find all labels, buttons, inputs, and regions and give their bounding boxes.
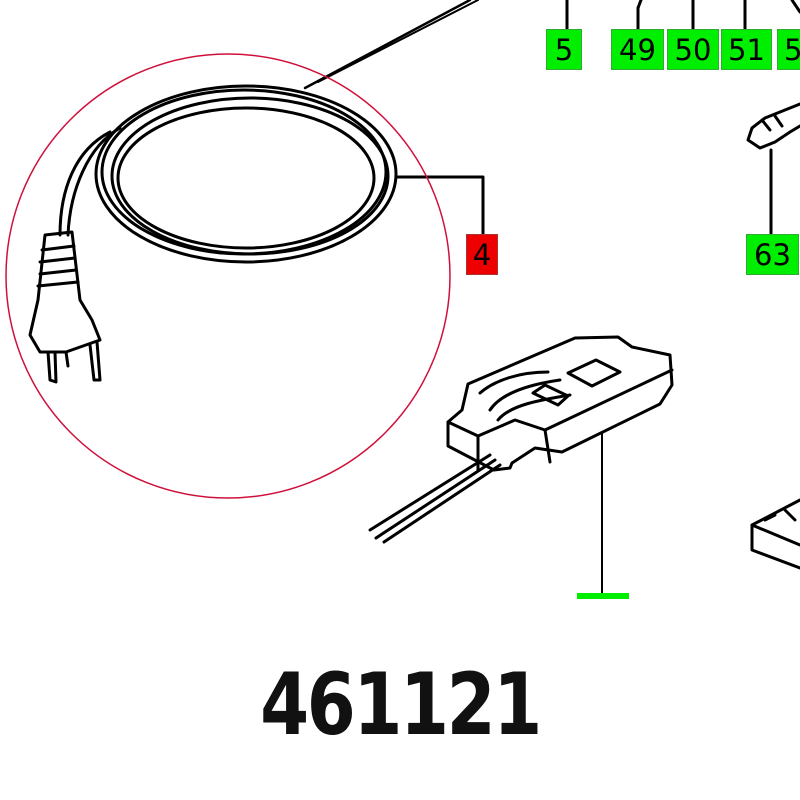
callout-4[interactable]: 4	[466, 234, 498, 275]
callout-51[interactable]: 51	[721, 29, 772, 70]
callout-5[interactable]: 5	[546, 29, 582, 70]
cable-coil	[58, 84, 398, 264]
callout-63[interactable]: 63	[746, 234, 799, 275]
leader-4	[394, 175, 485, 236]
part-63-drawing	[746, 102, 800, 150]
plug-drawing	[28, 230, 102, 384]
callout-50[interactable]: 50	[667, 29, 719, 70]
part-number: 461121	[260, 655, 542, 755]
callout-49[interactable]: 49	[611, 29, 664, 70]
partial-part-drawing	[750, 498, 800, 570]
callout-blank	[577, 593, 629, 599]
highlight-circle	[5, 53, 451, 499]
callout-5-partial[interactable]: 5	[777, 29, 800, 70]
switch-box-drawing	[368, 335, 674, 544]
